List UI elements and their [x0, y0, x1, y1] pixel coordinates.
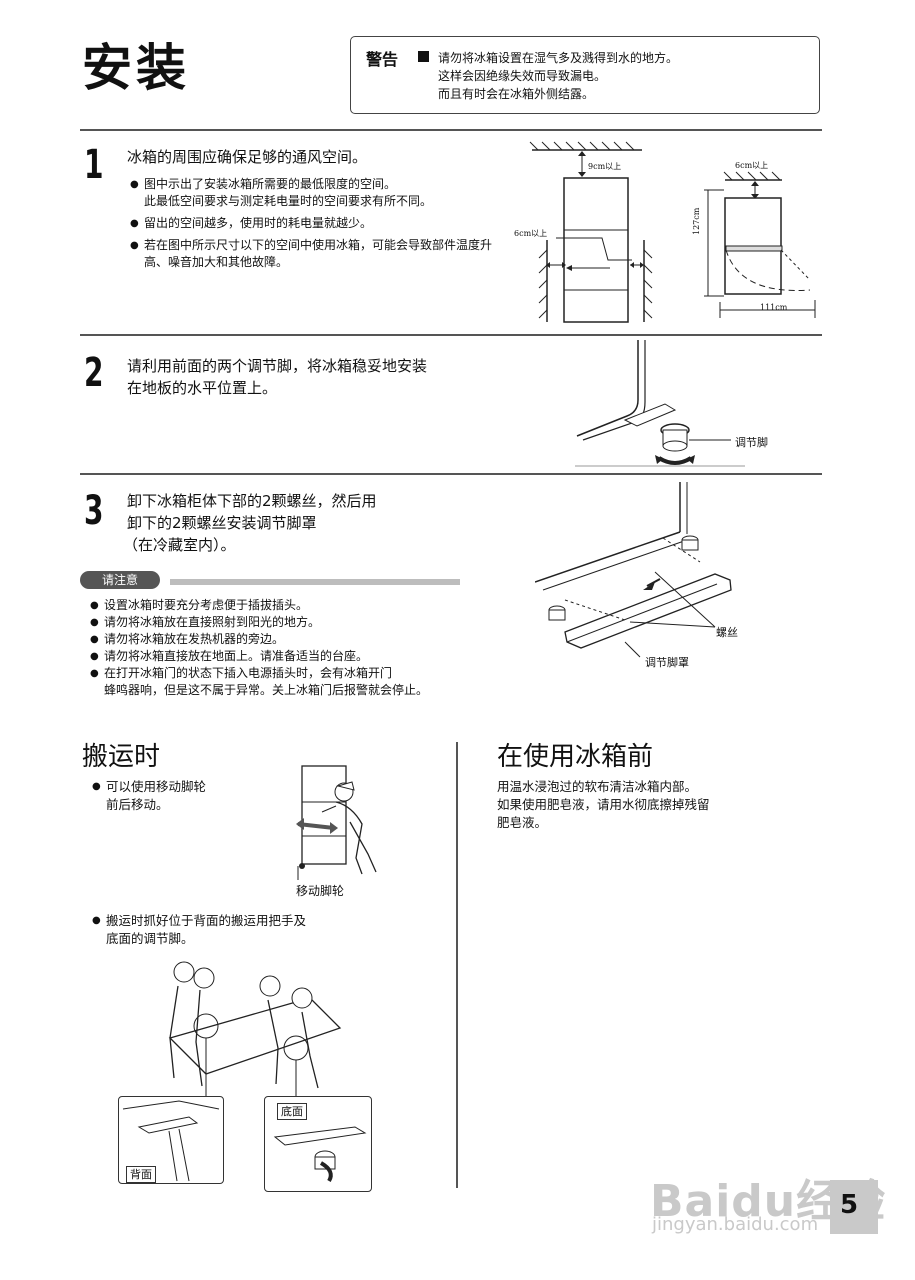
before-use-title: 在使用冰箱前 — [497, 742, 654, 772]
warning-line-2: 这样会因绝缘失效而导致漏电。 — [438, 69, 607, 83]
step3-heading-line-3: （在冷藏室内）。 — [123, 536, 236, 554]
note-item: 请勿将冰箱直接放在地面上。请准备适当的台座。 — [90, 648, 530, 665]
note-item: 设置冰箱时要充分考虑便于插拔插头。 — [90, 597, 530, 614]
note-tag: 请注意 — [80, 571, 160, 589]
adjustable-foot-figure — [575, 340, 745, 467]
page-number-tab: 5 — [830, 1180, 878, 1234]
bottom-foot-callout — [264, 1096, 372, 1192]
transport-bullet-1-line-2: 前后移动。 — [106, 797, 169, 812]
side-gap-label: 6cm以上 — [514, 229, 548, 238]
foot-cover-figure — [535, 482, 732, 658]
before-use-line-1: 用温水浸泡过的软布清洁冰箱内部。 — [497, 779, 698, 794]
step2-heading-line-1: 请利用前面的两个调节脚，将冰箱稳妥地安装 — [127, 357, 428, 375]
depth-label: 111cm — [760, 303, 788, 312]
fridge-front-clearance-figure — [529, 141, 653, 323]
note-item: 请勿将冰箱放在直接照射到阳光的地方。 — [90, 614, 530, 631]
adjustable-foot-label: 调节脚 — [735, 436, 768, 449]
step3-heading-line-2: 卸下的2颗螺丝安装调节脚罩 — [127, 514, 317, 532]
step1-bullet: 留出的空间越多，使用时的耗电量就越少。 — [130, 215, 510, 232]
transport-bullet-2-line-1: 搬运时抓好位于背面的搬运用把手及 — [106, 913, 307, 928]
fridge-side-clearance-figure — [704, 171, 816, 318]
warning-square-icon — [418, 51, 429, 62]
caster-label: 移动脚轮 — [296, 884, 345, 898]
step2-number: 2 — [84, 350, 104, 396]
note-item: 请勿将冰箱放在发热机器的旁边。 — [90, 631, 530, 648]
warning-box — [350, 36, 820, 114]
note-item: 在打开冰箱门的状态下插入电源插头时，会有冰箱开门 蜂鸣器响，但是这不属于异常。关… — [90, 665, 530, 699]
column-divider — [456, 742, 458, 1188]
transport-title: 搬运时 — [82, 742, 161, 772]
transport-bullet-1-line-1: 可以使用移动脚轮 — [106, 779, 207, 794]
watermark-url: jingyan.baidu.com — [652, 1214, 819, 1235]
warning-label: 警告 — [366, 50, 399, 69]
step1-bullet: 图中示出了安装冰箱所需要的最低限度的空间。 此最低空间要求与测定耗电量时的空间要… — [130, 176, 510, 210]
step3-heading-line-1: 卸下冰箱柜体下部的2颗螺丝，然后用 — [127, 492, 377, 510]
side-top-gap-label: 6cm以上 — [735, 161, 769, 170]
step1-number: 1 — [84, 142, 104, 188]
note-list: 设置冰箱时要充分考虑便于插拔插头。 请勿将冰箱放在直接照射到阳光的地方。 请勿将… — [90, 597, 530, 699]
note-bar — [170, 579, 460, 585]
step1-bullet: 若在图中所示尺寸以下的空间中使用冰箱，可能会导致部件温度升高、噪音加大和其他故障… — [130, 237, 510, 271]
height-label: 127cm — [692, 207, 701, 235]
warning-line-3: 而且有时会在冰箱外侧结露。 — [438, 87, 595, 101]
divider — [80, 473, 822, 475]
divider — [80, 129, 822, 131]
step1-heading: 冰箱的周围应确保足够的通风空间。 — [127, 148, 368, 166]
divider — [80, 334, 822, 336]
foot-cover-label: 调节脚罩 — [645, 656, 689, 669]
page-number: 5 — [840, 1190, 859, 1220]
page-title: 安装 — [82, 39, 190, 97]
carrying-figure — [168, 961, 342, 1100]
top-gap-label: 9cm以上 — [588, 162, 622, 171]
screws-label: 螺丝 — [716, 626, 738, 639]
back-handle-figure — [122, 1100, 220, 1182]
back-label: 背面 — [126, 1166, 156, 1183]
before-use-line-3: 肥皂液。 — [497, 815, 548, 830]
caster-moving-figure — [296, 765, 377, 880]
step2-heading-line-2: 在地板的水平位置上。 — [127, 379, 278, 397]
step1-bullets: 图中示出了安装冰箱所需要的最低限度的空间。 此最低空间要求与测定耗电量时的空间要… — [130, 176, 510, 276]
step3-number: 3 — [84, 488, 104, 534]
before-use-line-2: 如果使用肥皂液，请用水彻底擦掉残留 — [497, 797, 710, 812]
bottom-foot-figure — [273, 1126, 367, 1183]
bottom-label: 底面 — [277, 1103, 307, 1120]
warning-line-1: 请勿将冰箱设置在湿气多及溅得到水的地方。 — [438, 51, 679, 65]
transport-bullet-2-line-2: 底面的调节脚。 — [106, 931, 194, 946]
